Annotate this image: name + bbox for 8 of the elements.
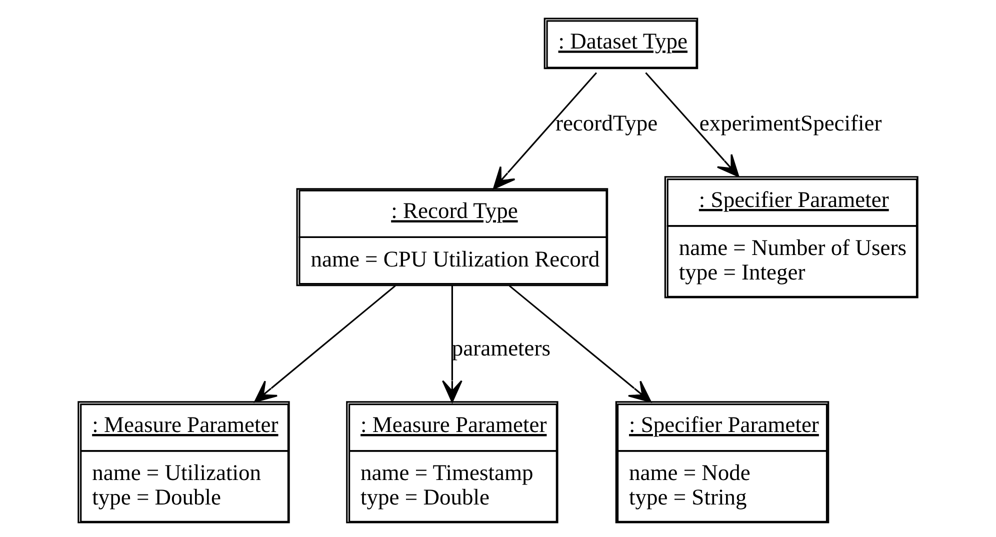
edge-label: experimentSpecifier [699, 110, 882, 136]
arrow [508, 285, 652, 403]
arrow [442, 286, 462, 403]
edge-label: parameters [452, 336, 551, 361]
arrow [645, 72, 740, 178]
arrow [492, 72, 598, 190]
arrow [254, 285, 396, 403]
edge-label: recordType [555, 110, 658, 136]
